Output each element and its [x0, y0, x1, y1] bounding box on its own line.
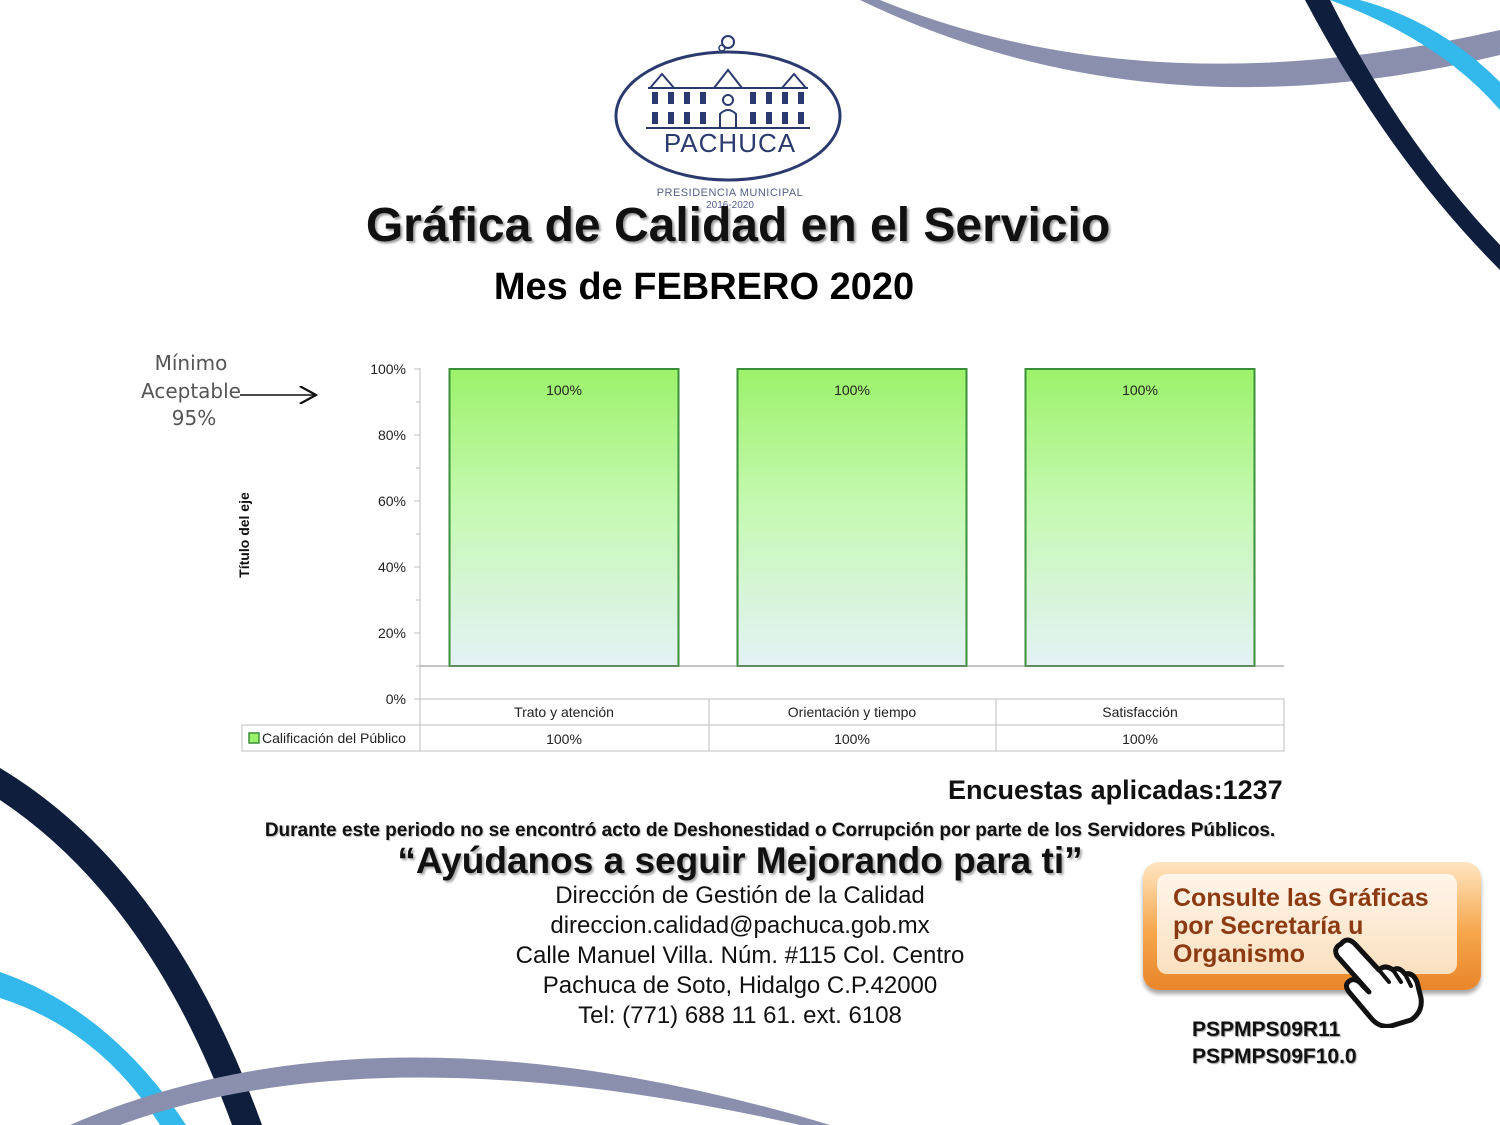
minimum-label-line2: Aceptable [141, 379, 241, 403]
surveys-applied: Encuestas aplicadas:1237 [948, 775, 1283, 805]
y-axis-title: Título del eje [236, 492, 252, 578]
button-label-line3: Organismo [1173, 940, 1305, 968]
y-minor-tick-group [416, 401, 420, 667]
bar-data-label: 100% [1122, 382, 1158, 398]
slogan: “Ayúdanos a seguir Mejorando para ti” [397, 840, 1083, 881]
bar [736, 368, 968, 667]
bottom-slate-swoosh [70, 1057, 830, 1125]
bar [1024, 368, 1256, 667]
contact-email: direccion.calidad@pachuca.gob.mx [550, 912, 930, 939]
contact-department: Dirección de Gestión de la Calidad [555, 882, 925, 909]
button-label-line2: por Secretaría u [1173, 912, 1364, 940]
page-title: Gráfica de Calidad en el Servicio [365, 199, 1111, 252]
y-tick-label: 40% [378, 559, 406, 575]
data-table: Calificación del Público Trato y atenció… [241, 698, 1285, 752]
y-tick-group: 0% 20% 40% 60% 80% 100% [370, 361, 420, 707]
y-tick-label: 60% [378, 493, 406, 509]
top-cyan-swoosh [1330, 0, 1500, 110]
bar-data-label: 100% [546, 382, 582, 398]
table-category-label: Orientación y tiempo [788, 704, 917, 720]
y-tick-label: 80% [378, 427, 406, 443]
table-data-row [241, 724, 1285, 752]
button-inner-panel [1157, 874, 1457, 974]
legend-swatch-icon [248, 732, 260, 744]
bar [448, 368, 680, 667]
logo-emblem-icon [614, 35, 842, 182]
top-slate-swoosh [860, 0, 1500, 88]
contact-city: Pachuca de Soto, Hidalgo C.P.42000 [542, 972, 938, 999]
document-code-1: PSPMPS09R11 [1192, 1018, 1341, 1041]
contact-address: Calle Manuel Villa. Núm. #115 Col. Centr… [515, 942, 965, 969]
table-cells: Trato y atención 100% Orientación y tiempo… [514, 704, 1178, 747]
consult-graphs-button[interactable]: Consulte las Gráficas por Secretaría u O… [1143, 862, 1481, 1028]
bottom-navy-swoosh [0, 768, 262, 1125]
table-value-cell: 100% [1122, 731, 1158, 747]
minimum-label-line3: 95% [172, 406, 216, 430]
table-category-label: Trato y atención [514, 704, 614, 720]
legend-series-name: Calificación del Público [262, 730, 406, 746]
logo-city-name: PACHUCA [663, 128, 797, 158]
button-label-line1: Consulte las Gráficas [1173, 884, 1429, 912]
table-value-cell: 100% [546, 731, 582, 747]
page-subtitle: Mes de FEBRERO 2020 [493, 266, 915, 308]
y-tick-label: 100% [370, 361, 406, 377]
document-code-2: PSPMPS09F10.0 [1192, 1045, 1357, 1068]
top-navy-swoosh [1305, 0, 1500, 270]
minimum-label-line1: Mínimo [155, 351, 228, 375]
y-tick-label: 0% [386, 691, 406, 707]
button-label: Consulte las Gráficas por Secretaría u O… [1173, 884, 1463, 968]
bar-data-label: 100% [834, 382, 870, 398]
y-tick-label: 20% [378, 625, 406, 641]
bottom-cyan-swoosh [0, 972, 186, 1125]
table-category-label: Satisfacción [1102, 704, 1177, 720]
table-value-cell: 100% [834, 731, 870, 747]
contact-phone: Tel: (771) 688 11 61. ext. 6108 [578, 1002, 902, 1029]
quality-bar-chart: Mínimo Aceptable 95% Título del eje 0% 20… [141, 351, 1285, 752]
bar-group: 100% 100% 100% [448, 368, 1256, 667]
logo-years: 2016-2020 [706, 200, 754, 211]
pointing-hand-icon [1333, 937, 1424, 1028]
integrity-notice: Durante este periodo no se encontró acto… [264, 820, 1276, 841]
pachuca-logo: PACHUCA PRESIDENCIA MUNICIPAL 2016-2020 [610, 30, 850, 215]
logo-subtitle: PRESIDENCIA MUNICIPAL [656, 187, 804, 199]
